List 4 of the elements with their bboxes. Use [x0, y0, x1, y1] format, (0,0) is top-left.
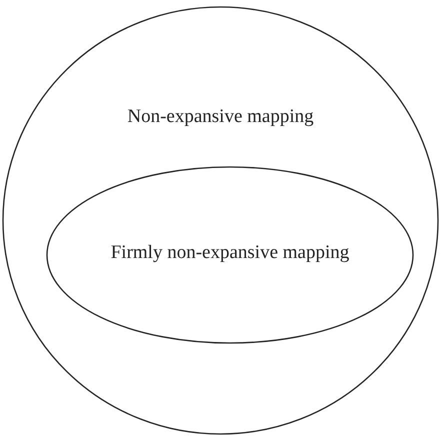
ellipse-region: [2, 6, 439, 435]
set-label: Firmly non-expansive mapping: [110, 242, 350, 264]
set-label: Non-expansive mapping: [127, 106, 314, 128]
ellipse-region: [46, 166, 414, 344]
